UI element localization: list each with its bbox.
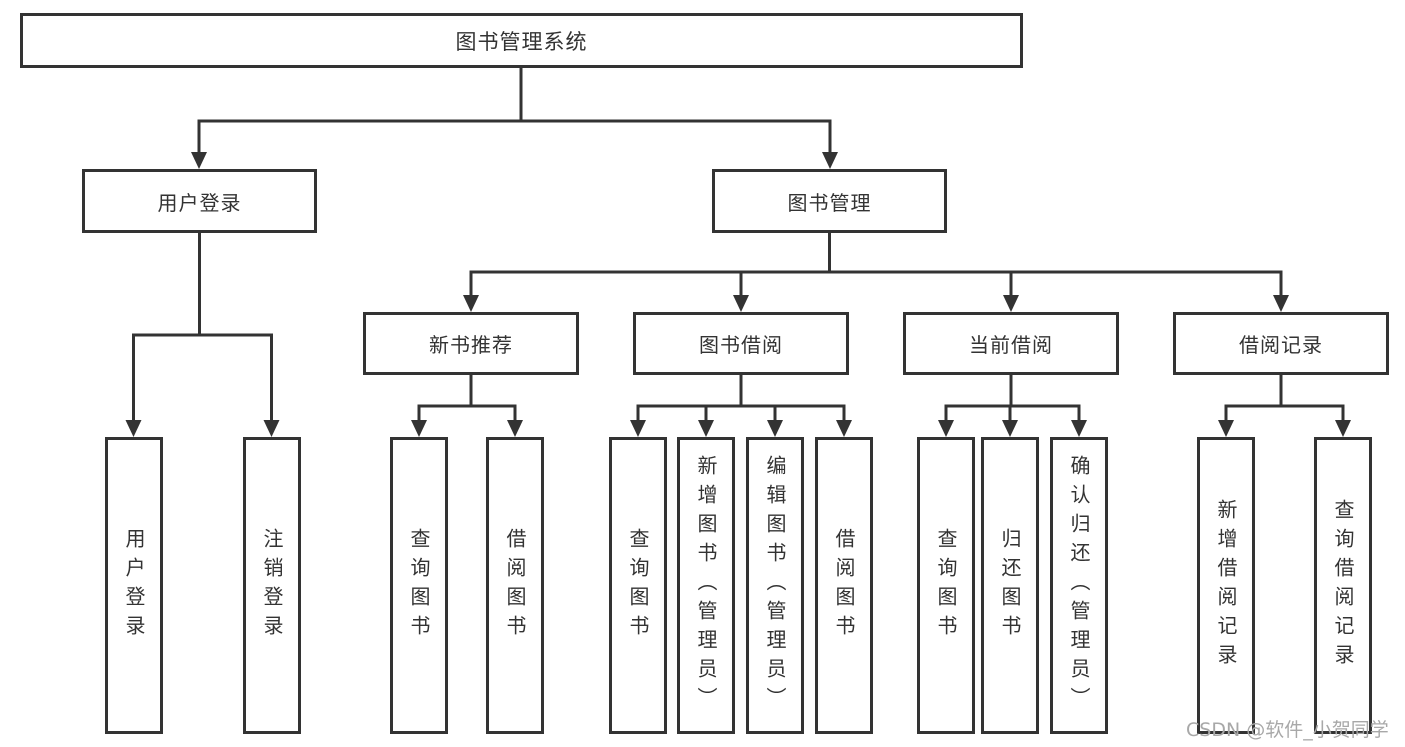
node-leaf-logout-label: 注销登录 — [260, 527, 284, 644]
node-book-mgmt: 图书管理 — [712, 169, 947, 233]
node-new-book-rec: 新书推荐 — [363, 312, 579, 375]
node-leaf-add-borrow-record-label: 新增借阅记录 — [1214, 498, 1238, 673]
node-current-borrow-label: 当前借阅 — [969, 333, 1053, 357]
node-borrow-record-label: 借阅记录 — [1239, 333, 1323, 357]
node-root: 图书管理系统 — [20, 13, 1023, 68]
node-leaf-confirm-return: 确认归还（管理员） — [1050, 437, 1108, 734]
node-leaf-query-borrow-record-label: 查询借阅记录 — [1331, 498, 1355, 673]
node-leaf-add-book: 新增图书（管理员） — [677, 437, 735, 734]
node-leaf-logout: 注销登录 — [243, 437, 301, 734]
node-leaf-query-book-3: 查询图书 — [917, 437, 975, 734]
node-leaf-borrow-book-1-label: 借阅图书 — [503, 527, 527, 644]
node-borrow-record: 借阅记录 — [1173, 312, 1389, 375]
node-leaf-return-book: 归还图书 — [981, 437, 1039, 734]
node-leaf-add-borrow-record: 新增借阅记录 — [1197, 437, 1255, 734]
node-leaf-user-login: 用户登录 — [105, 437, 163, 734]
node-leaf-add-book-label: 新增图书（管理员） — [694, 455, 718, 716]
node-leaf-borrow-book-2: 借阅图书 — [815, 437, 873, 734]
node-leaf-query-book-2-label: 查询图书 — [626, 527, 650, 644]
watermark: CSDN @软件_小贺同学 — [1186, 719, 1389, 741]
node-leaf-edit-book: 编辑图书（管理员） — [746, 437, 804, 734]
node-leaf-edit-book-label: 编辑图书（管理员） — [763, 455, 787, 716]
node-user-login: 用户登录 — [82, 169, 317, 233]
node-new-book-rec-label: 新书推荐 — [429, 333, 513, 357]
node-leaf-query-book-1-label: 查询图书 — [407, 527, 431, 644]
node-book-borrow: 图书借阅 — [633, 312, 849, 375]
node-leaf-query-book-2: 查询图书 — [609, 437, 667, 734]
node-leaf-user-login-label: 用户登录 — [122, 527, 146, 644]
node-leaf-borrow-book-2-label: 借阅图书 — [832, 527, 856, 644]
node-leaf-return-book-label: 归还图书 — [998, 527, 1022, 644]
node-leaf-query-borrow-record: 查询借阅记录 — [1314, 437, 1372, 734]
arrowheads — [125, 152, 1351, 437]
node-user-login-label: 用户登录 — [157, 190, 242, 215]
node-leaf-query-book-1: 查询图书 — [390, 437, 448, 734]
node-leaf-confirm-return-label: 确认归还（管理员） — [1067, 455, 1091, 716]
node-book-borrow-label: 图书借阅 — [699, 333, 783, 357]
node-book-mgmt-label: 图书管理 — [787, 190, 872, 215]
node-leaf-borrow-book-1: 借阅图书 — [486, 437, 544, 734]
node-leaf-query-book-3-label: 查询图书 — [934, 527, 958, 644]
node-root-label: 图书管理系统 — [455, 29, 588, 54]
node-current-borrow: 当前借阅 — [903, 312, 1119, 375]
